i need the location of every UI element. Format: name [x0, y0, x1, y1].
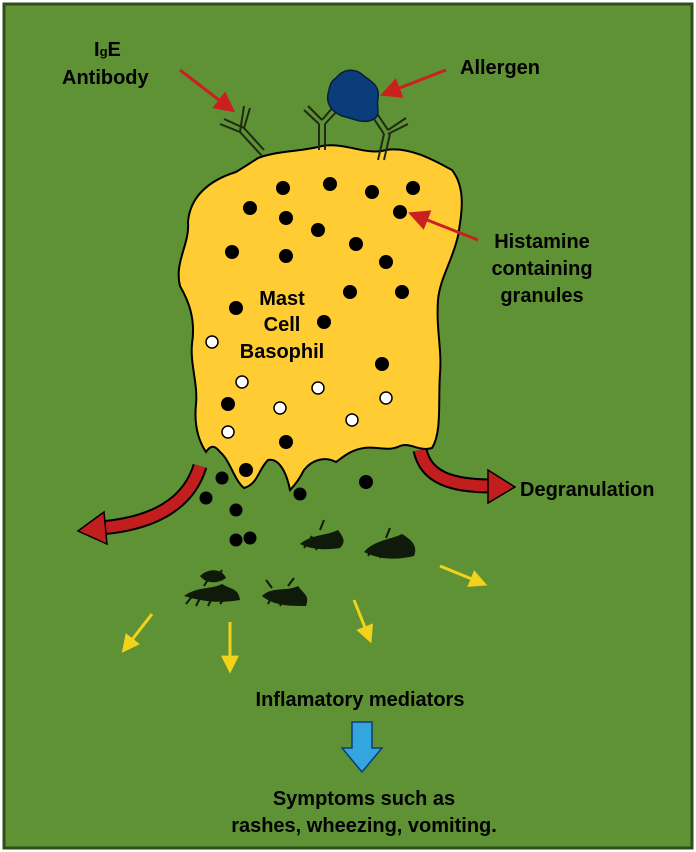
histamine-granule [294, 488, 307, 501]
histamine-granule [393, 205, 407, 219]
histamine-granule [279, 249, 293, 263]
empty-granule [206, 336, 218, 348]
histamine-granule [379, 255, 393, 269]
histamine-granule [216, 472, 229, 485]
ige-antibody-label-line1: IgE [94, 39, 121, 61]
ige-antibody-label-line2: Antibody [62, 67, 150, 89]
empty-granule [346, 414, 358, 426]
histamine-granule [225, 245, 239, 259]
empty-granule [312, 382, 324, 394]
histamine-granule [243, 201, 257, 215]
histamine-granule [230, 504, 243, 517]
empty-granule [274, 402, 286, 414]
histamine-granule [317, 315, 331, 329]
cell-label-line1: Mast [259, 288, 305, 310]
histamine-granule [375, 357, 389, 371]
empty-granule [236, 376, 248, 388]
histamine-granule [276, 181, 290, 195]
histamine-granule [323, 177, 337, 191]
histamine-granule [311, 223, 325, 237]
histamine-granule [395, 285, 409, 299]
histamine-granule [200, 492, 213, 505]
degranulation-label: Degranulation [520, 479, 654, 501]
histamine-granule [365, 185, 379, 199]
inflammatory-mediators-label: Inflamatory mediators [256, 689, 465, 711]
histamine-granule [221, 397, 235, 411]
empty-granule [380, 392, 392, 404]
histamine-granule [359, 475, 373, 489]
histamine-label-line1: Histamine [494, 231, 590, 253]
histamine-granule [230, 534, 243, 547]
histamine-granule [406, 181, 420, 195]
histamine-granule [279, 211, 293, 225]
cell-label-line3: Basophil [240, 341, 324, 363]
empty-granule [222, 426, 234, 438]
symptoms-label-line2: rashes, wheezing, vomiting. [231, 815, 497, 837]
histamine-granule [239, 463, 253, 477]
histamine-granule [244, 532, 257, 545]
symptoms-label-line1: Symptoms such as [273, 788, 455, 810]
histamine-granule [279, 435, 293, 449]
histamine-granule [343, 285, 357, 299]
histamine-granule [349, 237, 363, 251]
cell-label-line2: Cell [264, 314, 301, 336]
histamine-label-line3: granules [500, 285, 583, 307]
histamine-label-line2: containing [491, 258, 592, 280]
allergen-label: Allergen [460, 57, 540, 79]
histamine-granule [229, 301, 243, 315]
